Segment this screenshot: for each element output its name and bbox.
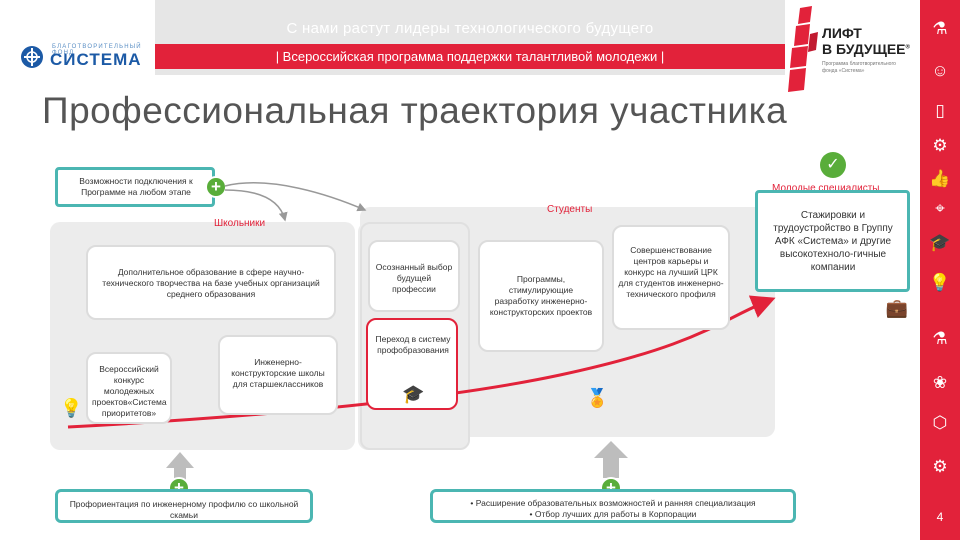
connect-text: Возможности подключения к Программе на л… [79, 176, 193, 197]
graduate-icon: 🎓 [929, 233, 951, 252]
fund-label: БЛАГОТВОРИТЕЛЬНЫЙ ФОНД [52, 44, 142, 56]
bottom-right-line1: • Расширение образовательных возможносте… [470, 498, 756, 508]
lift-logo: ЛИФТ В БУДУЩЕЕ® Программа благотворитель… [786, 4, 916, 96]
label-young: Молодые специалисты [772, 183, 880, 194]
programs-box: Программы, стимулирующие разработку инже… [478, 240, 604, 352]
programs-text: Программы, стимулирующие разработку инже… [489, 274, 593, 317]
sidebar: ⚗ ☺ ▯ ⚙ 👍 ⌖ 🎓 💡 ⚗ ❀ ⬡ ⚙ 4 [920, 0, 960, 540]
program-strip: | Всероссийская программа поддержки тала… [155, 44, 785, 69]
robot-arm-icon: ⚙ [932, 136, 948, 155]
lift-emblem-icon [788, 6, 818, 92]
choice-box: Осознанный выбор будущей профессии [368, 240, 460, 312]
gear-head-icon: ⚙ [932, 457, 948, 476]
lift-subtitle: Программа благотворительного фонда «Сист… [822, 61, 896, 74]
microscope-icon: ⚗ [932, 19, 948, 38]
graduate-icon: 🎓 [402, 384, 425, 404]
sistema-emblem-icon [21, 46, 43, 68]
lift-word1: ЛИФТ [822, 25, 862, 41]
thumbs-up-icon: 👍 [929, 169, 951, 188]
transition-text: Переход в систему профобразования [375, 334, 451, 355]
plus-icon: + [205, 176, 227, 198]
check-icon: ✓ [820, 152, 846, 178]
career-inner-frame [360, 222, 470, 450]
award-icon: 🏅 [586, 388, 609, 408]
transition-box: Переход в систему профобразования 🎓 [366, 318, 458, 410]
page-number: 4 [936, 510, 944, 524]
bottom-right-line2: • Отбор лучших для работы в Корпорации [529, 509, 697, 519]
label-school: Школьники [214, 218, 266, 229]
choice-text: Осознанный выбор будущей профессии [375, 262, 453, 294]
flask-icon: ⚗ [932, 329, 948, 348]
lift-word2: В БУДУЩЕЕ® [822, 41, 910, 57]
contest-box: Всероссийский конкурс молодежных проекто… [86, 352, 172, 424]
eng-schools-text: Инженерно-конструкторские школы для стар… [231, 357, 325, 389]
phone-icon: ▯ [935, 101, 945, 120]
intern-text: Стажировки и трудоустройство в Группу АФ… [773, 210, 893, 273]
header-banner: С нами растут лидеры технологического бу… [155, 0, 785, 75]
career-box: Совершенствование центров карьеры и конк… [612, 225, 730, 330]
program-title: | Всероссийская программа поддержки тала… [275, 49, 665, 64]
intern-box: Стажировки и трудоустройство в Группу АФ… [755, 190, 910, 292]
contest-text: Всероссийский конкурс молодежных проекто… [92, 364, 167, 418]
school-extra-text: Дополнительное образование в сфере научн… [102, 267, 320, 299]
bulb-icon: 💡 [929, 273, 951, 292]
school-extra-box: Дополнительное образование в сфере научн… [86, 245, 336, 320]
career-text: Совершенствование центров карьеры и конк… [618, 245, 724, 299]
eng-schools-box: Инженерно-конструкторские школы для стар… [218, 335, 338, 415]
label-students: Студенты [547, 204, 593, 215]
bottom-right-box: • Расширение образовательных возможносте… [430, 489, 796, 523]
bottom-left-box: Профориентация по инженерному профилю со… [55, 489, 313, 523]
idea-icon: 💡 [60, 398, 83, 418]
page-number-box: 4 [920, 498, 960, 540]
molecule-icon: ⬡ [932, 413, 948, 432]
page-title: Профессиональная траектория участника [42, 90, 788, 131]
briefcase-icon: 💼 [885, 298, 909, 318]
sistema-wordmark: СИСТЕМА [50, 50, 142, 69]
bottom-left-text: Профориентация по инженерному профилю со… [69, 499, 299, 520]
lightbulb-head-icon: ☺ [931, 61, 949, 80]
sistema-logo: БЛАГОТВОРИТЕЛЬНЫЙ ФОНД СИСТЕМА [18, 44, 148, 70]
tagline: С нами растут лидеры технологического бу… [286, 20, 654, 37]
compass-icon: ⌖ [935, 199, 945, 218]
brain-icon: ❀ [932, 373, 948, 392]
connect-box: Возможности подключения к Программе на л… [55, 167, 215, 207]
